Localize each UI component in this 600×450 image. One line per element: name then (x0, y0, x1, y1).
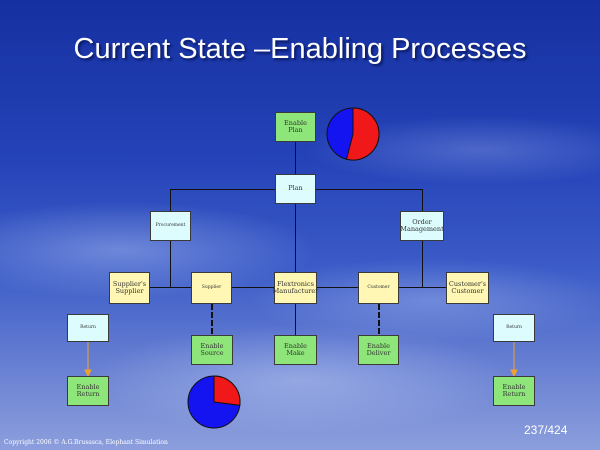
enable-return-left-box: Enable Return (67, 376, 109, 406)
enable-make-box: Enable Make (274, 335, 317, 365)
page-number: 237/424 (524, 423, 568, 437)
pie-chart-top (326, 107, 380, 161)
connector-procurement-down (170, 241, 171, 288)
return-right-box: Return (493, 314, 535, 342)
return-left-box: Return (67, 314, 109, 342)
pie-slice-red (213, 375, 241, 406)
connector-order-management-down (422, 241, 423, 288)
connector-supplier-dashed (211, 304, 213, 334)
connector-customer-dashed (378, 304, 380, 334)
copyright-notice: Copyright 2006 © A.G.Brusasca, Elephant … (4, 439, 168, 446)
enable-source-box: Enable Source (191, 335, 233, 365)
customer-box: Customer (358, 272, 399, 304)
supplier-box: Supplier (191, 272, 232, 304)
slide-title: Current State –Enabling Processes (73, 33, 527, 65)
enable-return-right-box: Enable Return (493, 376, 535, 406)
enable-deliver-box: Enable Deliver (358, 335, 399, 365)
enable-plan-box: Enable Plan (275, 112, 316, 142)
suppliers-supplier-box: Supplier's Supplier (109, 272, 150, 304)
order-management-box: Order Management (400, 211, 444, 241)
pie-slice-red (345, 107, 380, 161)
procurement-box: Procurement (150, 211, 191, 241)
connector-flextronics-to-enable-make (295, 304, 296, 335)
connector-to-procurement (170, 189, 171, 211)
connector-to-order-management (422, 189, 423, 211)
connector-plan-to-flextronics (295, 204, 296, 272)
pie-chart-bottom (187, 375, 241, 429)
customers-customer-box: Customer's Customer (446, 272, 489, 304)
flextronics-manufacturer-box: Flextronics Manufacturer (273, 272, 318, 304)
connector-enable-plan-to-plan (295, 142, 296, 174)
plan-box: Plan (275, 174, 316, 204)
